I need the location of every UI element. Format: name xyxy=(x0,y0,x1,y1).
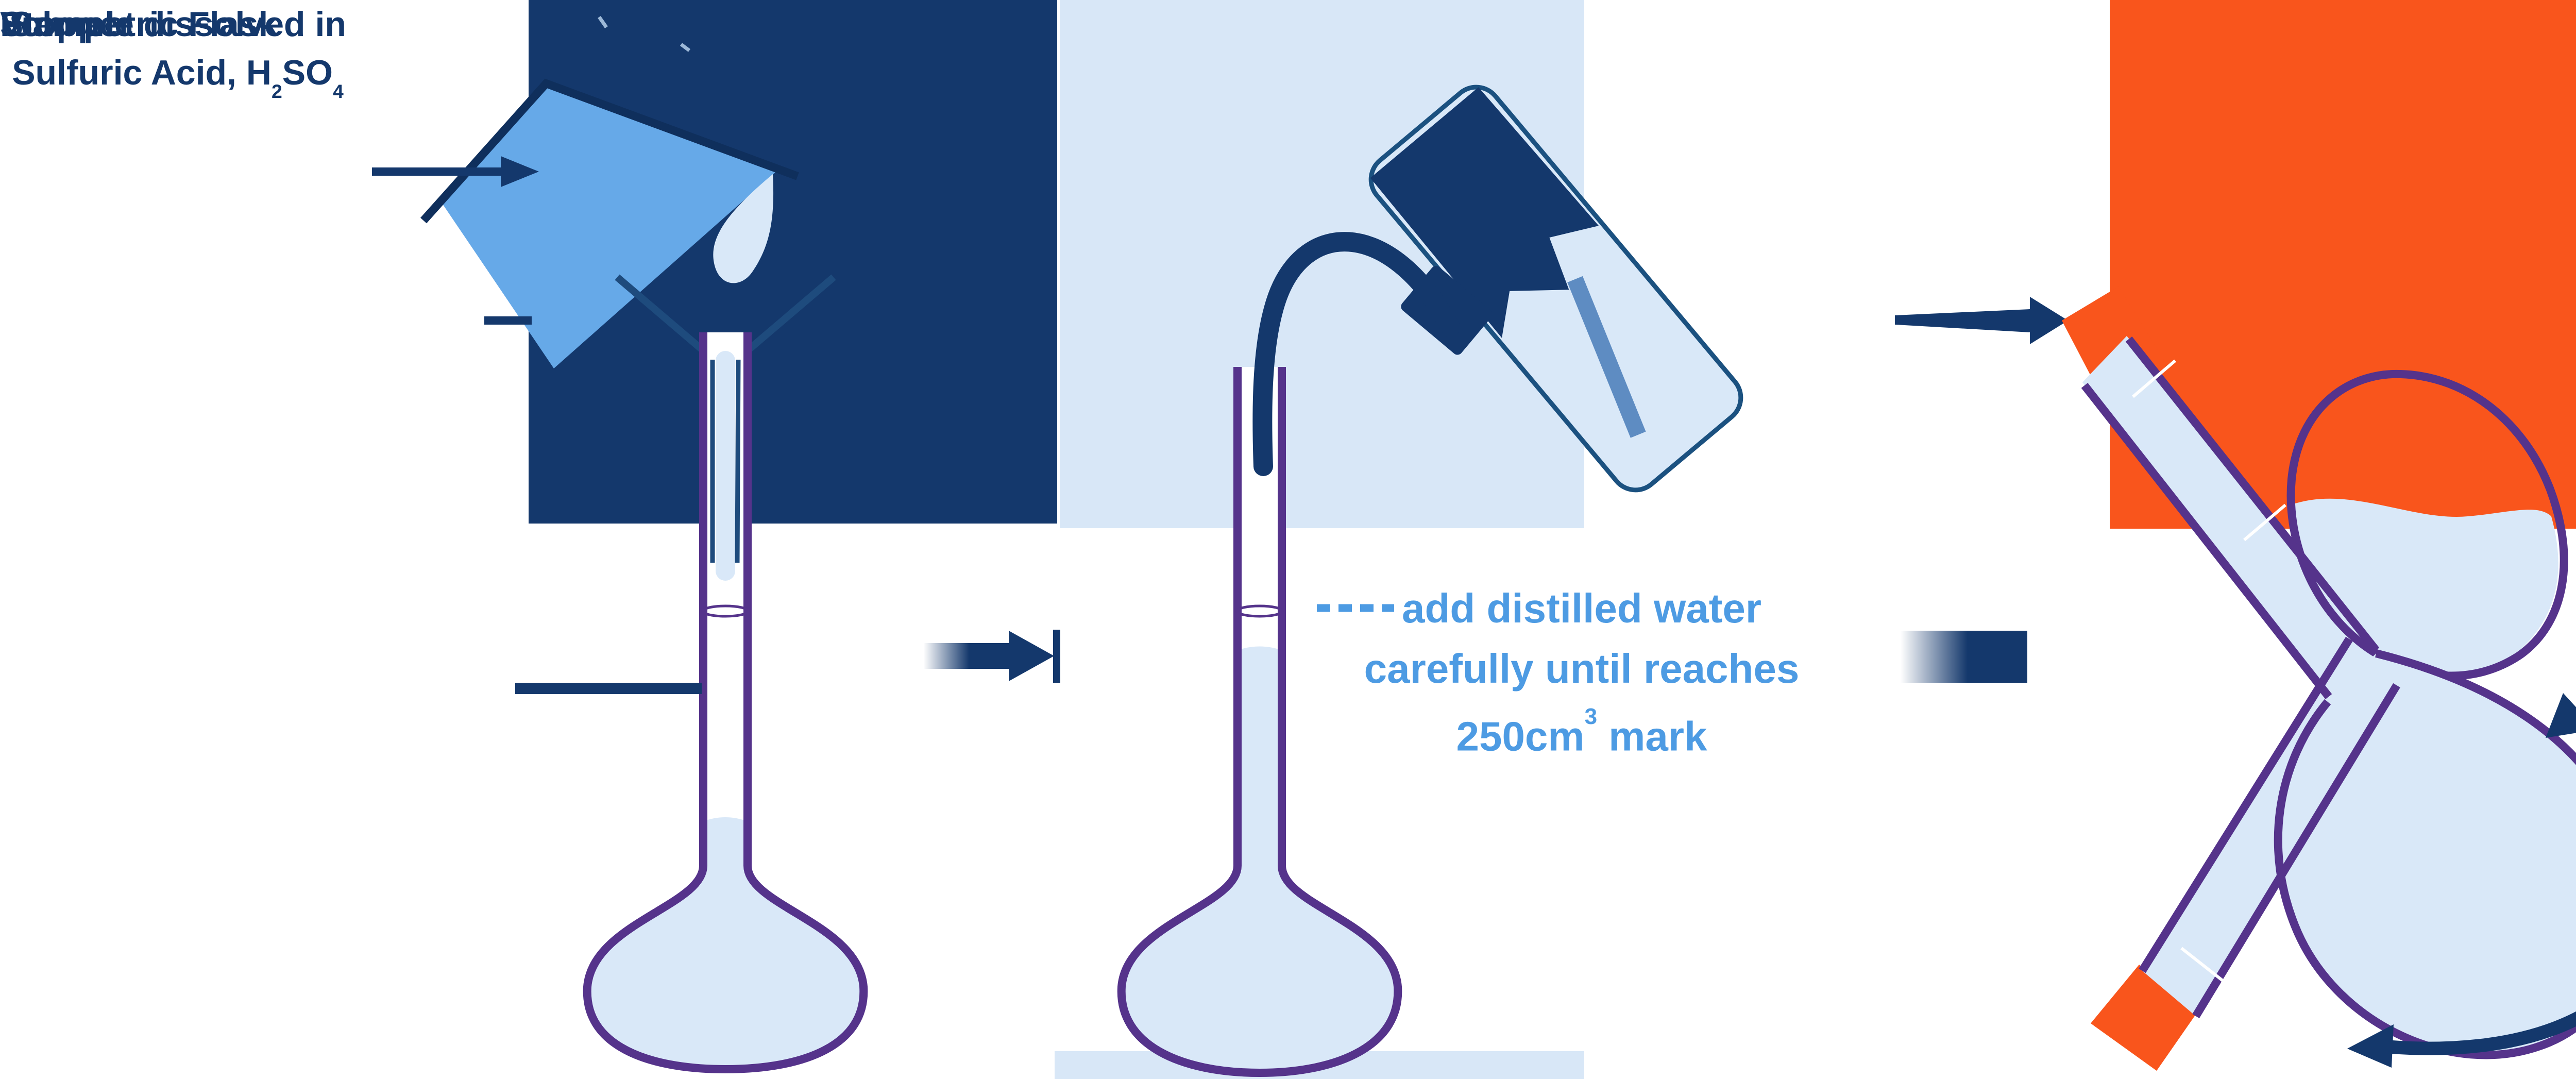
sample-label-line2: Sulfuric Acid, H2SO4 xyxy=(0,48,355,110)
add-water-line1: add distilled water xyxy=(1402,585,1761,631)
flask1-liquid xyxy=(590,817,861,1066)
volumetric-flask-2 xyxy=(1117,367,1402,1077)
volume-exponent: 3 xyxy=(1584,703,1598,729)
transition-bar-2 xyxy=(1878,631,2027,683)
stage1-connectors xyxy=(372,156,702,694)
acid-formula-sub2: 4 xyxy=(333,80,344,102)
invert-arrow-head-bottom xyxy=(2347,1024,2394,1068)
wash-bottle-straw xyxy=(1567,276,1646,438)
arrow1-stop-bar xyxy=(1053,630,1060,683)
stage1-pouring-graphic xyxy=(420,15,836,368)
invert-arrow-head-top xyxy=(2546,693,2576,738)
upright-bulb-outline xyxy=(2274,649,2576,1059)
sample-label-line1: Sample dissolved in xyxy=(9,5,346,44)
flask2-outline xyxy=(1117,367,1402,1077)
flask2-graduation-mark xyxy=(1235,604,1284,618)
flask-connector-line xyxy=(515,683,702,694)
sparkle-marks xyxy=(598,15,691,52)
stopper-label: Stopper xyxy=(0,5,132,44)
add-water-line3: 250cm3 mark xyxy=(1320,699,1843,767)
volumetric-flask-1 xyxy=(583,332,868,1074)
funnel-icon xyxy=(615,274,836,361)
acid-formula-sub1: 2 xyxy=(271,80,282,102)
glass-shine-lines xyxy=(2132,359,2286,984)
flask2-liquid xyxy=(1121,646,1398,1070)
upright-neck-outline xyxy=(2081,336,2380,699)
wash-bottle-icon xyxy=(1252,85,1743,493)
sample-arrow-head xyxy=(501,156,539,187)
flask1-graduation-mark xyxy=(701,604,750,618)
add-water-line2: carefully until reaches xyxy=(1364,646,1800,692)
arrow1-head xyxy=(1009,631,1054,681)
volumetric-flask-label: Volumetric Flask xyxy=(0,5,278,44)
sample-arrow-shaft xyxy=(372,167,501,176)
invert-arrow-arc xyxy=(2372,711,2576,1055)
stage3-invert-graphic xyxy=(2062,286,2576,1071)
inverted-neck-outline xyxy=(2139,636,2400,1019)
funnel-stem xyxy=(710,359,741,563)
funnel-label: Funnel xyxy=(0,5,115,44)
sample-label: Sample dissolved in Sulfuric Acid, H2SO4 xyxy=(0,0,355,110)
droplet-icon xyxy=(713,174,774,283)
flask1-outline xyxy=(583,332,868,1074)
acid-formula-mid: SO xyxy=(282,53,333,92)
flask1-glass xyxy=(587,332,864,1069)
wash-bottle-cap xyxy=(1370,87,1599,338)
funnel-connector-line xyxy=(484,316,532,325)
beaker-icon xyxy=(440,88,778,368)
wash-bottle-spout xyxy=(1252,232,1460,476)
acid-formula-prefix: Sulfuric Acid, H xyxy=(12,53,272,92)
transition-arrow-1 xyxy=(908,630,1060,683)
inverted-bulb-outline xyxy=(2286,369,2568,680)
volume-value: 250cm xyxy=(1456,713,1585,760)
stopper-arrow xyxy=(1895,297,2068,344)
flask-upright-neck xyxy=(2082,336,2376,702)
add-water-note: add distilled water carefully until reac… xyxy=(1320,578,1843,767)
volume-suffix: mark xyxy=(1597,713,1707,760)
arrow1-shaft xyxy=(908,643,1010,669)
